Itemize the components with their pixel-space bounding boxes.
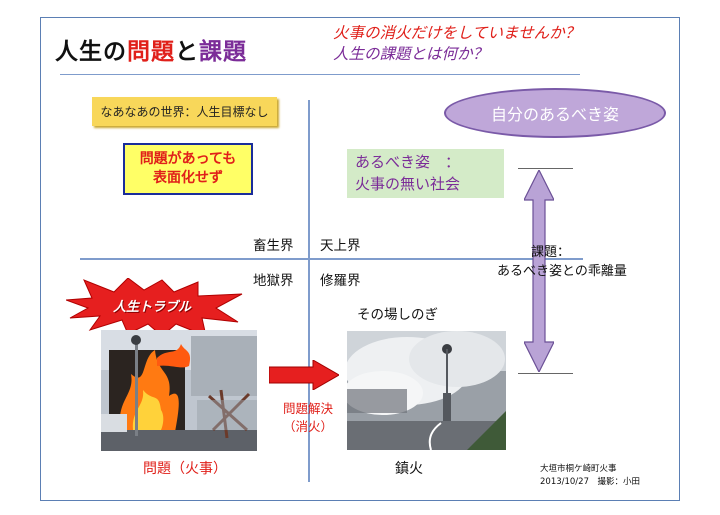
- makeshift-label: その場しのぎ: [357, 307, 438, 323]
- problem-solving-line-2: （消火）: [283, 419, 334, 434]
- photo-credit: 大垣市桐ケ崎町火事 2013/10/27 撮影：小田: [540, 463, 640, 489]
- title-part-issue: 課題: [199, 39, 247, 65]
- horizontal-axis: [80, 258, 583, 260]
- gap-double-arrow: [524, 170, 554, 372]
- fire-photo-caption: 問題（火事）: [143, 461, 227, 477]
- trouble-burst-shape: [66, 278, 243, 337]
- extinguished-fire-photo: [347, 331, 506, 450]
- ideal-state-line-1: あるべき姿 ：: [355, 153, 461, 171]
- title-part-problem: 問題: [127, 39, 175, 65]
- gap-bottom-tick: [518, 373, 573, 374]
- title-part-and: と: [175, 39, 199, 65]
- realm-label-hell: 地獄界: [253, 273, 294, 289]
- photo-credit-line-2: 2013/10/27 撮影：小田: [540, 477, 640, 487]
- hidden-problem-box: 問題があっても 表面化せず: [123, 143, 253, 195]
- ideal-state-line-2: 火事の無い社会: [355, 175, 461, 193]
- gap-label-line-2: あるべき姿との乖離量: [497, 264, 627, 279]
- photo-credit-line-1: 大垣市桐ケ崎町火事: [540, 464, 617, 474]
- slide-subtitle: 火事の消火だけをしていませんか？ 人生の課題とは何か？: [333, 23, 580, 65]
- trouble-burst-label: 人生トラブル: [113, 300, 192, 315]
- problem-solving-label: 問題解決 （消火）: [283, 400, 333, 436]
- title-underline: [60, 74, 580, 75]
- realm-label-asura: 修羅界: [320, 273, 361, 289]
- gap-top-tick: [518, 168, 573, 169]
- realm-label-heaven: 天上界: [320, 238, 361, 254]
- ideal-state-box: あるべき姿 ： 火事の無い社会: [347, 149, 504, 198]
- ideal-self-ellipse: 自分のあるべき姿: [444, 88, 666, 138]
- slide-frame: [40, 17, 680, 501]
- house-fire-photo: [101, 330, 257, 451]
- no-goal-world-box: なあなあの世界：人生目標なし: [92, 97, 277, 126]
- title-part-life: 人生の: [55, 39, 127, 65]
- hidden-problem-line-2: 表面化せず: [153, 170, 223, 186]
- subtitle-line-2: 人生の課題とは何か？: [333, 45, 489, 63]
- subtitle-line-1: 火事の消火だけをしていませんか？: [333, 24, 581, 42]
- extinguished-photo-caption: 鎮火: [395, 461, 423, 477]
- solve-right-arrow: [269, 360, 339, 390]
- problem-solving-line-1: 問題解決: [283, 401, 334, 416]
- realm-label-animal: 畜生界: [253, 238, 294, 254]
- gap-label-line-1: 課題：: [531, 245, 571, 260]
- gap-label: 課題： あるべき姿との乖離量: [497, 243, 662, 281]
- hidden-problem-line-1: 問題があっても: [139, 151, 237, 167]
- vertical-axis: [308, 100, 310, 482]
- slide-title: 人生の問題と課題: [55, 32, 247, 66]
